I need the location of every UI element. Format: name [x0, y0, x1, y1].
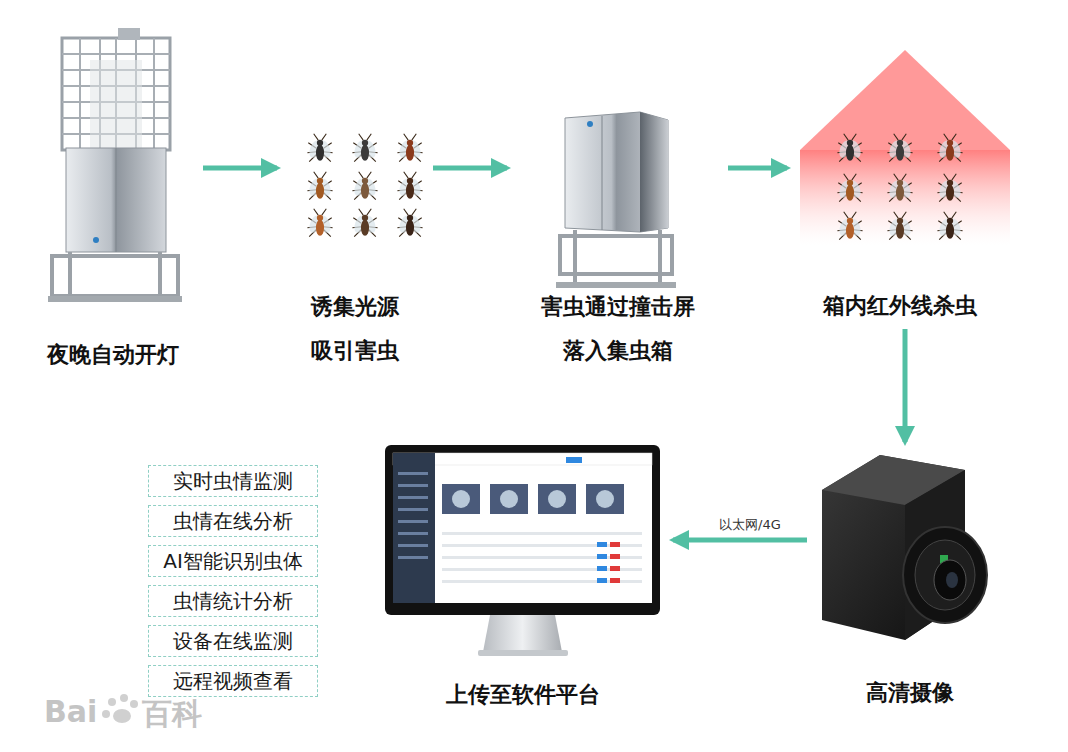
feature-text: 远程视频查看 — [173, 668, 293, 695]
flow-arrow — [203, 166, 277, 171]
feature-box: 设备在线监测 — [148, 625, 318, 657]
camera — [822, 455, 987, 640]
process-step: 夜晚自动开灯 — [30, 30, 195, 370]
feature-box: 实时虫情监测 — [148, 465, 318, 497]
feature-text: 虫情统计分析 — [173, 588, 293, 615]
step-caption: 上传至软件平台 — [446, 680, 600, 710]
edge-label: 以太网/4G — [716, 516, 784, 534]
monitor — [385, 445, 660, 656]
flow-arrow — [903, 329, 908, 442]
feature-box: 虫情统计分析 — [148, 585, 318, 617]
infrared-heat — [800, 50, 1010, 245]
feature-box: 远程视频查看 — [148, 665, 318, 697]
process-step: 高清摄像 — [815, 450, 1005, 708]
insect-group — [307, 134, 422, 237]
collector-box — [556, 112, 676, 288]
process-step: 害虫通过撞击屏 落入集虫箱 — [515, 105, 720, 373]
feature-box: 虫情在线分析 — [148, 505, 318, 537]
trap-device — [48, 28, 182, 302]
flow-arrow — [433, 166, 507, 171]
step-caption: 诱集光源 吸引害虫 — [300, 285, 410, 373]
step-caption: 夜晚自动开灯 — [47, 340, 179, 370]
step-caption: 害虫通过撞击屏 落入集虫箱 — [533, 285, 703, 373]
process-step: 上传至软件平台 — [380, 440, 665, 710]
watermark: Bai — [44, 694, 97, 729]
feature-box: AI智能识别虫体 — [148, 545, 318, 577]
step-caption: 箱内红外线杀虫 — [823, 291, 977, 321]
step-caption: 高清摄像 — [866, 678, 954, 708]
feature-text: 虫情在线分析 — [173, 508, 293, 535]
process-step: 诱集光源 吸引害虫 — [285, 125, 425, 373]
feature-text: AI智能识别虫体 — [163, 548, 303, 575]
watermark-logo — [102, 694, 138, 723]
feature-text: 设备在线监测 — [173, 628, 293, 655]
flow-arrow — [728, 166, 787, 171]
feature-text: 实时虫情监测 — [173, 468, 293, 495]
process-step: 箱内红外线杀虫 — [795, 45, 1005, 321]
watermark: 百科 — [142, 694, 202, 735]
flow-arrow — [673, 538, 807, 543]
